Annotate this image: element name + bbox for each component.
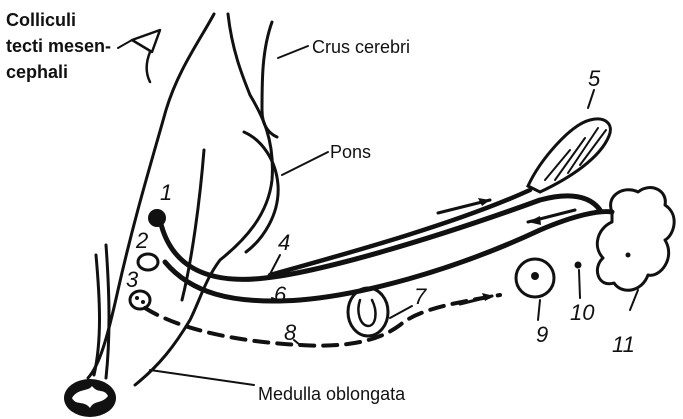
label-colliculi-line-1: Colliculi [6, 10, 76, 30]
label-colliculi-line-2: tecti mesen- [6, 36, 111, 56]
nucleus-3 [130, 291, 150, 309]
fiber-4 [160, 196, 600, 279]
nucleus-1 [148, 209, 166, 227]
number-8: 8 [284, 320, 297, 345]
fiber-6 [165, 212, 612, 301]
number-4: 4 [278, 230, 290, 255]
ganglion-7 [348, 288, 388, 336]
number-3: 3 [126, 267, 139, 292]
number-10: 10 [570, 300, 595, 325]
number-1: 1 [160, 180, 172, 205]
number-11: 11 [612, 332, 635, 357]
fiber-to-5 [270, 190, 530, 275]
number-2: 2 [135, 228, 148, 253]
label-colliculi-line-3: cephali [6, 62, 68, 82]
number-7: 7 [414, 284, 427, 309]
ganglion-9 [516, 259, 554, 297]
spinal-cord-section [64, 379, 116, 417]
number-9: 9 [536, 322, 548, 347]
structure-10 [575, 262, 582, 269]
ganglion-5 [528, 119, 610, 192]
colliculi-marker [132, 30, 160, 82]
label-crus-cerebri: Crus cerebri [312, 37, 410, 57]
number-6: 6 [274, 282, 287, 307]
label-medulla-oblongata: Medulla oblongata [258, 384, 406, 404]
brainstem-outline [88, 14, 278, 385]
number-5: 5 [588, 66, 601, 91]
gland-11 [597, 188, 674, 291]
label-pons: Pons [330, 142, 371, 162]
nucleus-2 [138, 254, 158, 270]
